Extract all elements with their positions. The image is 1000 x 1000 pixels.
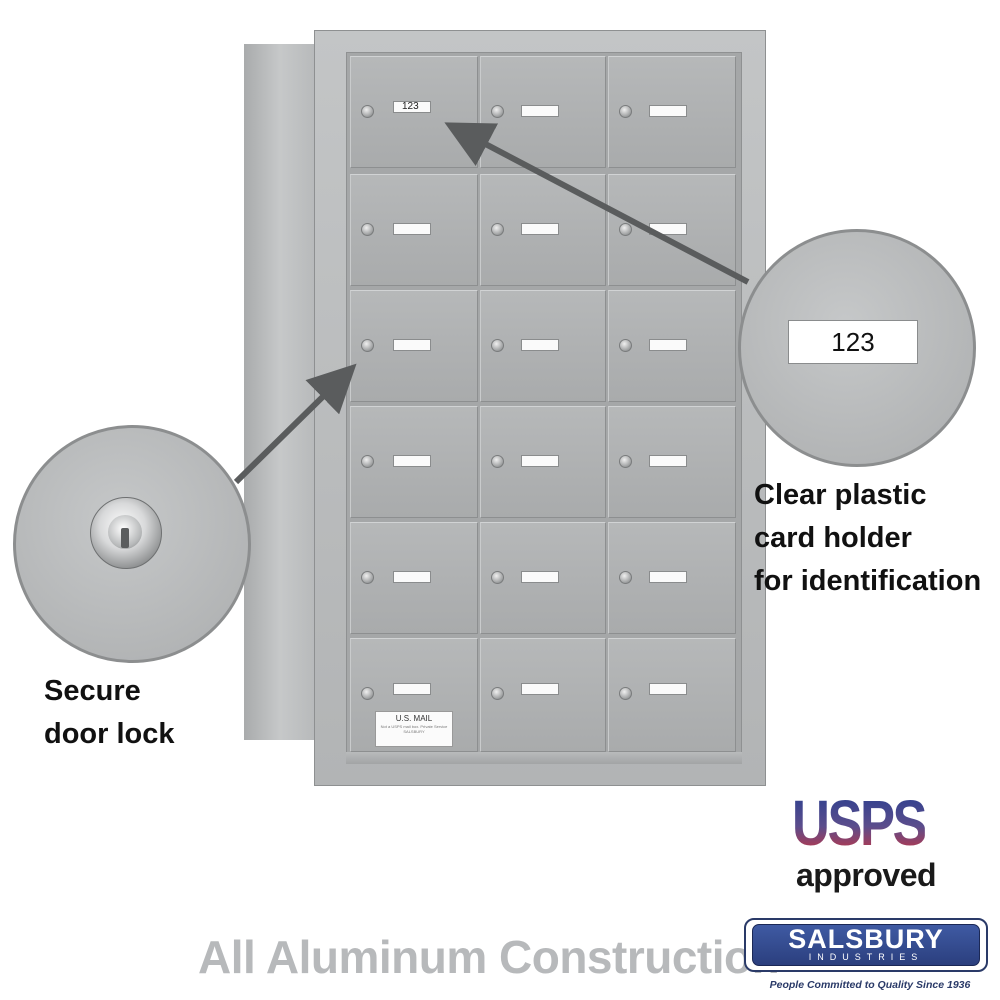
door-lock-icon bbox=[491, 455, 504, 468]
card-holder bbox=[649, 683, 687, 695]
us-mail-label-fine-print: Not a USPS mail box. Private Service bbox=[380, 724, 448, 729]
card-holder-callout: Clear plastic card holder for identifica… bbox=[754, 474, 981, 603]
mailbox-door bbox=[608, 406, 736, 518]
door-lock-icon bbox=[491, 571, 504, 584]
card-holder bbox=[393, 455, 431, 467]
card-holder bbox=[393, 683, 431, 695]
card-holder bbox=[649, 105, 687, 117]
door-lock-icon bbox=[361, 339, 374, 352]
card-holder bbox=[393, 339, 431, 351]
salsbury-subtitle: INDUSTRIES bbox=[808, 952, 924, 962]
keyway-icon bbox=[121, 528, 129, 548]
card-holder: 123 bbox=[393, 101, 431, 113]
card-holder bbox=[521, 683, 559, 695]
card-holder bbox=[521, 339, 559, 351]
us-mail-label-brand: SALSBURY bbox=[403, 729, 425, 734]
card-holder bbox=[521, 455, 559, 467]
door-lock-icon bbox=[491, 687, 504, 700]
door-lock-icon bbox=[619, 223, 632, 236]
door-lock-icon bbox=[619, 105, 632, 118]
door-lock-callout: Secure door lock bbox=[44, 670, 175, 756]
door-lock-icon bbox=[619, 339, 632, 352]
cabinet-bottom-rail bbox=[346, 752, 742, 764]
usps-logo: USPS bbox=[792, 787, 928, 859]
door-lock-arrow bbox=[233, 363, 357, 485]
card-holder-callout-line-1: Clear plastic bbox=[754, 479, 927, 511]
card-holder bbox=[521, 223, 559, 235]
card-holder bbox=[393, 571, 431, 583]
salsbury-logo-plate bbox=[752, 924, 980, 966]
card-holder bbox=[649, 571, 687, 583]
mailbox-door bbox=[480, 174, 606, 286]
door-lock-icon bbox=[619, 455, 632, 468]
door-lock-icon bbox=[361, 571, 374, 584]
card-holder bbox=[649, 455, 687, 467]
mailbox-door bbox=[480, 522, 606, 634]
mailbox-door bbox=[350, 174, 478, 286]
mailbox-door bbox=[480, 406, 606, 518]
card-holder bbox=[649, 339, 687, 351]
door-lock-callout-line-2: door lock bbox=[44, 718, 175, 750]
card-holder bbox=[393, 223, 431, 235]
door-lock-icon bbox=[491, 339, 504, 352]
mailbox-door bbox=[350, 406, 478, 518]
usps-approved-text: approved bbox=[796, 857, 937, 893]
card-holder-callout-line-2: card holder bbox=[754, 522, 912, 554]
mailbox-door bbox=[350, 522, 478, 634]
door-lock-callout-line-1: Secure bbox=[44, 675, 141, 707]
door-lock-icon bbox=[361, 687, 374, 700]
mailbox-door bbox=[480, 638, 606, 752]
mailbox-door bbox=[608, 290, 736, 402]
mailbox-door bbox=[608, 522, 736, 634]
door-lock-icon bbox=[619, 571, 632, 584]
construction-caption: All Aluminum Construction bbox=[198, 931, 780, 983]
mailbox-door bbox=[608, 56, 736, 168]
card-holder-arrow bbox=[444, 122, 750, 285]
salsbury-name: SALSBURY bbox=[788, 924, 944, 954]
door-lock-icon bbox=[361, 455, 374, 468]
card-holder-callout-line-3: for identification bbox=[754, 565, 982, 597]
door-lock-icon bbox=[619, 687, 632, 700]
door-lock-icon bbox=[491, 105, 504, 118]
salsbury-tagline: People Committed to Quality Since 1936 bbox=[769, 979, 971, 991]
mailbox-door bbox=[608, 638, 736, 752]
card-holder bbox=[521, 105, 559, 117]
mailbox-door bbox=[480, 290, 606, 402]
door-lock-icon bbox=[361, 223, 374, 236]
card-holder-zoomed: 123 bbox=[788, 320, 918, 364]
us-mail-label-title: U.S. MAIL bbox=[395, 714, 433, 723]
door-lock-icon bbox=[361, 105, 374, 118]
mailbox-door bbox=[350, 290, 478, 402]
door-lock-icon bbox=[491, 223, 504, 236]
card-holder bbox=[521, 571, 559, 583]
